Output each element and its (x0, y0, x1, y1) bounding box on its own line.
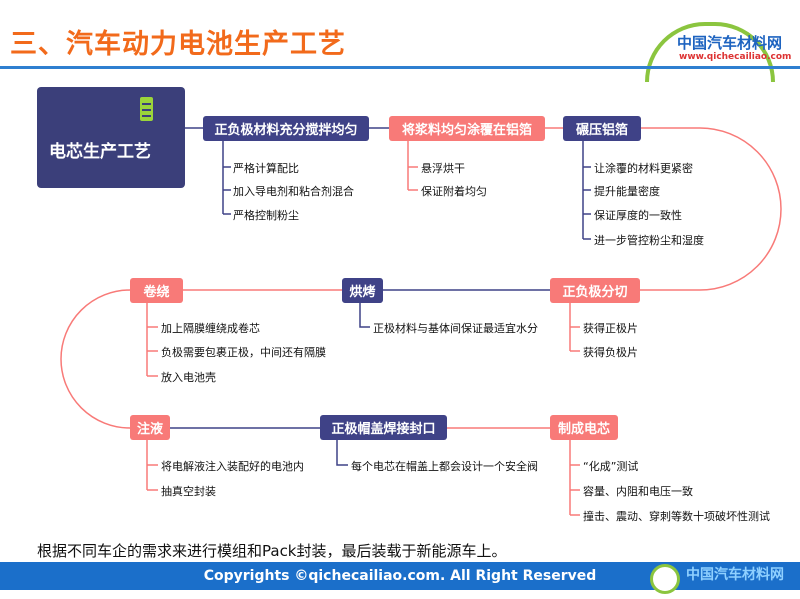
title-divider (0, 66, 800, 69)
step-welding: 正极帽盖焊接封口 (320, 415, 447, 440)
list-item: 获得正极片 (583, 322, 638, 335)
list-item: 抽真空封装 (161, 485, 216, 498)
list-item: 提升能量密度 (594, 185, 660, 198)
list-item: 获得负极片 (583, 346, 638, 359)
logo-q-icon (650, 564, 680, 594)
page-title: 三、汽车动力电池生产工艺 (10, 29, 346, 60)
list-item: 严格控制粉尘 (233, 209, 299, 222)
list-item: 进一步管控粉尘和湿度 (594, 234, 704, 247)
list-item: 保证附着均匀 (421, 185, 487, 198)
list-item: 正极材料与基体间保证最适宜水分 (373, 322, 538, 335)
step-mixing: 正负极材料充分搅拌均匀 (203, 116, 369, 141)
step-coating: 将浆料均匀涂覆在铝箔 (389, 116, 545, 141)
step-baking: 烘烤 (342, 278, 383, 303)
step-winding: 卷绕 (130, 278, 183, 303)
list-item: 加入导电剂和粘合剂混合 (233, 185, 354, 198)
step-slitting: 正负极分切 (550, 278, 640, 303)
list-item: 撞击、震动、穿刺等数十项破坏性测试 (583, 510, 770, 523)
card-label: 电芯生产工艺 (49, 142, 151, 162)
logo-url: www.qichecailiao.com (679, 52, 792, 62)
step-rolling: 碾压铝箔 (563, 116, 641, 141)
list-item: 让涂覆的材料更紧密 (594, 162, 693, 175)
list-item: 加上隔膜缠绕成卷芯 (161, 322, 260, 335)
list-item: 严格计算配比 (233, 162, 299, 175)
list-item: 负极需要包裹正极，中间还有隔膜 (161, 346, 326, 359)
process-card: 电芯生产工艺 (37, 87, 185, 188)
list-item: 悬浮烘干 (421, 162, 465, 175)
battery-icon (140, 97, 153, 121)
list-item: 容量、内阻和电压一致 (583, 485, 693, 498)
site-logo: 中国汽车材料网 www.qichecailiao.com (645, 14, 795, 82)
footer-logo: 中国汽车材料网 (650, 560, 790, 596)
logo-name: 中国汽车材料网 (677, 34, 783, 52)
list-item: 每个电芯在帽盖上都会设计一个安全阀 (351, 460, 538, 473)
step-finished-cell: 制成电芯 (550, 415, 618, 440)
footer-logo-name: 中国汽车材料网 (686, 567, 784, 583)
list-item: “化成”测试 (583, 460, 639, 473)
summary-text: 根据不同车企的需求来进行模组和Pack封装，最后装载于新能源车上。 (37, 542, 507, 560)
list-item: 将电解液注入装配好的电池内 (161, 460, 304, 473)
copyright-text: Copyrights ©qichecailiao.com. All Right … (203, 568, 597, 584)
list-item: 放入电池壳 (161, 371, 216, 384)
list-item: 保证厚度的一致性 (594, 209, 682, 222)
step-filling: 注液 (130, 415, 170, 440)
